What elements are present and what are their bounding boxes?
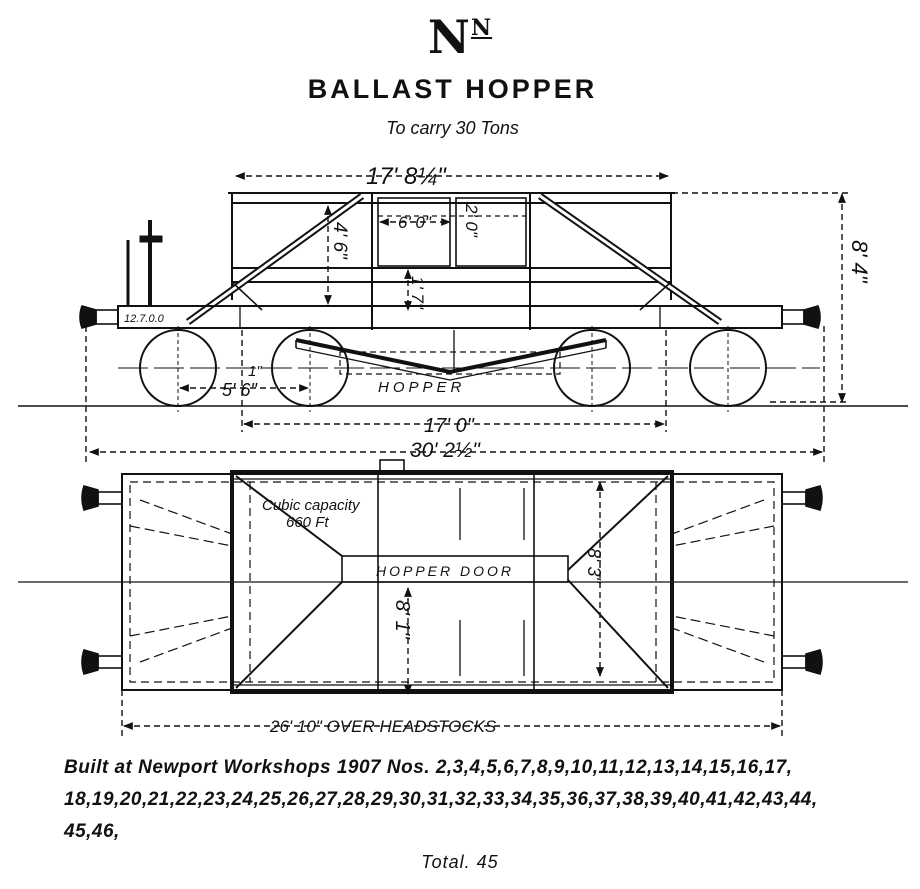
- diagram-number-letter: N: [427, 10, 471, 64]
- capacity-line1: Cubic capacity: [262, 497, 361, 514]
- dim-width: 8' 1": [391, 600, 413, 640]
- hopper-door: [341, 555, 569, 583]
- hopper-trough: [295, 338, 607, 375]
- dim-height: 8' 4": [847, 240, 872, 284]
- dim-headstocks: 26' 10" OVER HEADSTOCKS: [269, 717, 497, 736]
- capacity-line2: 660 Ft: [286, 514, 329, 531]
- diagram-subtitle: To carry 30 Tons: [386, 118, 519, 138]
- dim-door-height: 2' 0": [462, 203, 481, 238]
- build-record-line-2: 18,19,20,21,22,23,24,25,26,27,28,29,30,3…: [64, 789, 818, 810]
- dim-overall: 30' 2½": [410, 439, 481, 462]
- underframe: [79, 220, 821, 329]
- dim-side-height: 4' 6": [329, 222, 350, 260]
- hopper-door-label: HOPPER DOOR: [376, 563, 514, 579]
- diagram-number: NN: [0, 10, 920, 64]
- hopper-body: [185, 192, 723, 330]
- build-record-line-3: 45,46,: [64, 821, 120, 842]
- plan-buffers: [81, 485, 823, 675]
- build-record: Built at Newport Workshops 1907 Nos. 2,3…: [64, 752, 884, 848]
- side-elevation: [18, 172, 908, 462]
- plan-view: [18, 459, 908, 736]
- dim-door-width: 6' 0": [398, 213, 432, 232]
- total-count: Total. 45: [421, 852, 499, 872]
- build-record-line-1: Built at Newport Workshops 1907 Nos. 2,3…: [64, 757, 793, 778]
- dim-bay-height: 1' 7": [408, 276, 427, 310]
- dim-wheelbase-half: 5' 6": [222, 380, 258, 400]
- dim-slope: 8' 3": [584, 548, 604, 584]
- dim-wheelbase: 17' 0": [424, 415, 475, 437]
- hopper-outline: [230, 470, 674, 694]
- tare-plate: 12.7.0.0: [124, 313, 165, 325]
- dim-wheelbase-top: 1": [248, 363, 262, 380]
- hopper-label: HOPPER: [378, 379, 465, 396]
- diagram-number-suffix: N: [470, 15, 493, 41]
- diagram-title: BALLAST HOPPER: [307, 74, 598, 104]
- dim-body-length: 17' 8¼": [366, 163, 447, 190]
